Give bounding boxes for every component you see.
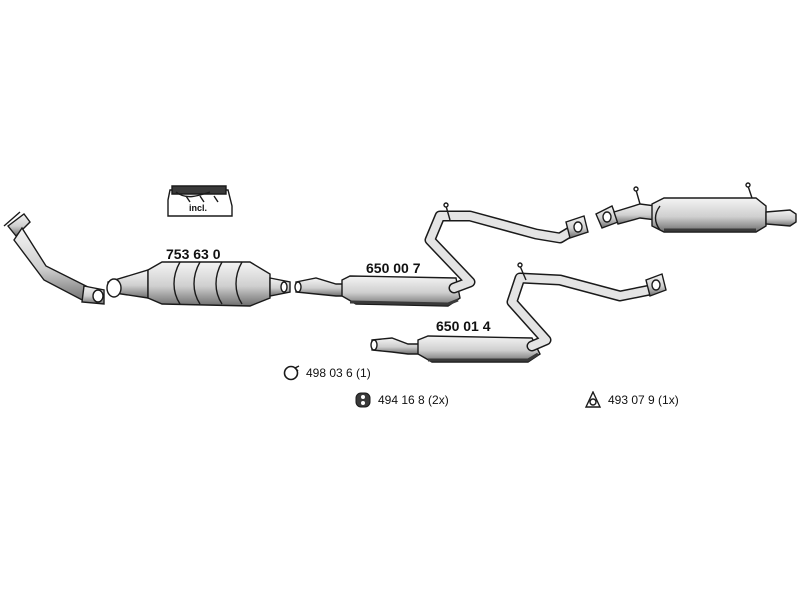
mount-part-number: 494 16 8 (2x)	[378, 393, 449, 407]
middle-silencer-part-number: 650 01 4	[436, 318, 491, 334]
gasket-icon	[584, 391, 602, 408]
clamp-accessory: 498 03 6 (1)	[282, 364, 371, 382]
mounting-kit-box	[167, 185, 233, 217]
rear-silencer	[595, 182, 797, 233]
front-pipe	[3, 211, 105, 305]
clamp-part-number: 498 03 6 (1)	[306, 366, 371, 380]
front-silencer	[294, 202, 589, 307]
kit-note-label: incl.	[189, 203, 208, 213]
catalyst-part-number: 753 63 0	[166, 246, 221, 262]
clamp-icon	[283, 365, 300, 381]
rubber-mount-icon	[355, 392, 371, 408]
mount-accessory: 494 16 8 (2x)	[354, 391, 449, 409]
middle-silencer	[370, 262, 667, 363]
gasket-part-number: 493 07 9 (1x)	[608, 393, 679, 407]
gasket-accessory: 493 07 9 (1x)	[584, 391, 679, 409]
front-silencer-part-number: 650 00 7	[366, 260, 421, 276]
catalytic-converter	[106, 261, 291, 307]
